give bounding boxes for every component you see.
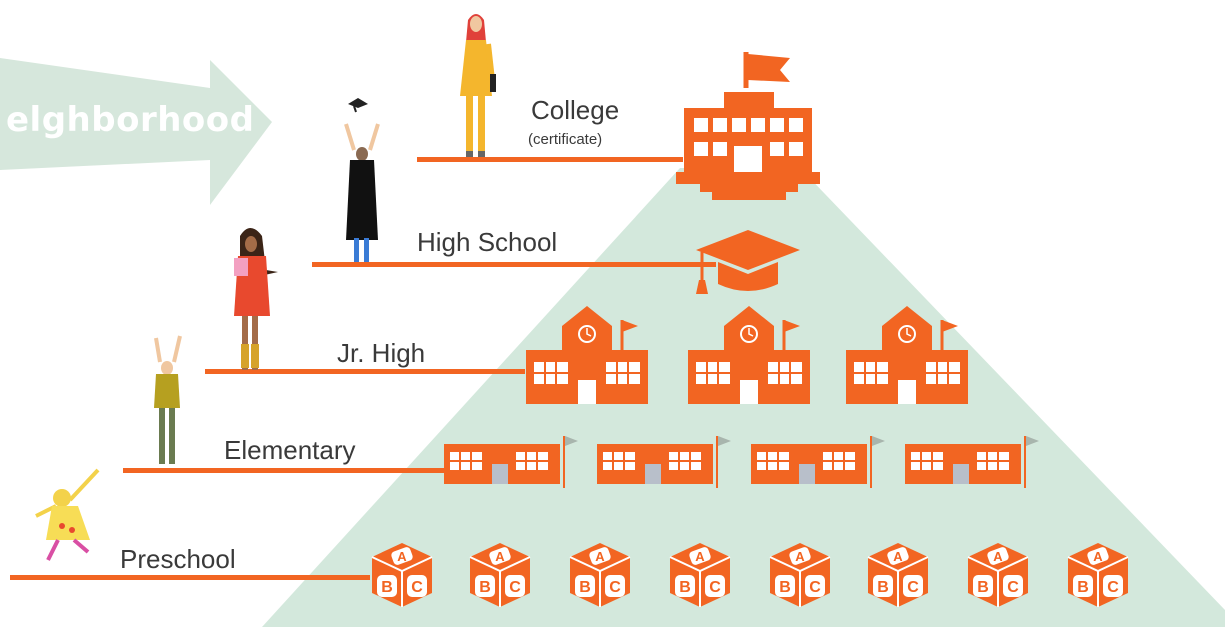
high-school-student-figure <box>234 228 278 370</box>
step-lines <box>10 157 716 580</box>
jr-high-student-figure <box>154 335 182 464</box>
jr-high-schools <box>524 304 970 406</box>
preschool-step-line <box>10 575 370 580</box>
graduate-figure <box>344 98 380 262</box>
college-student-figure <box>460 14 496 157</box>
graduation-cap-icon <box>696 230 800 294</box>
college-label: College <box>531 95 620 125</box>
college-sublabel: (certificate) <box>528 131 603 148</box>
preschool-child-figure <box>35 468 100 561</box>
jr-high-step-line <box>205 369 525 374</box>
high-school-label: High School <box>417 227 558 257</box>
university-building-icon <box>676 52 820 200</box>
neighborhood-arrow-label: elghborhood <box>6 100 255 140</box>
jr-high-label: Jr. High <box>337 338 426 368</box>
high-school-step-line <box>312 262 716 267</box>
preschool-label: Preschool <box>120 544 236 574</box>
elementary-step-line <box>123 468 445 473</box>
college-step-line <box>417 157 683 162</box>
elementary-label: Elementary <box>224 435 356 465</box>
neighborhood-arrow-shape <box>0 58 272 205</box>
